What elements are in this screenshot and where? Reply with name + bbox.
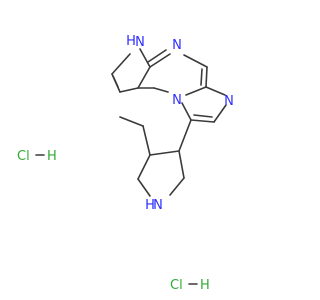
bond <box>178 119 192 152</box>
bond <box>119 116 144 127</box>
bond <box>137 154 151 180</box>
bond <box>205 66 208 88</box>
atom-labels: H N N N N N H <box>126 34 234 213</box>
pyrrole-nh-h-label: H <box>126 34 136 49</box>
bond <box>142 125 151 156</box>
hcl-2-h-label: H <box>200 278 210 293</box>
bond <box>213 104 227 123</box>
bond <box>193 114 213 118</box>
hcl-2-cl-label: Cl <box>170 278 183 293</box>
bond <box>190 119 215 123</box>
bond <box>169 177 185 196</box>
bond <box>183 54 208 68</box>
bond <box>181 102 192 121</box>
imidazole-n-label: N <box>224 94 234 109</box>
bond <box>185 86 207 96</box>
bond <box>147 49 167 63</box>
bond <box>200 68 203 86</box>
bond <box>149 150 180 156</box>
hcl-1-h-label: H <box>47 149 57 164</box>
bond-group <box>35 48 227 285</box>
bond <box>205 86 226 96</box>
bond <box>149 53 171 68</box>
pyrrolidine-n-label: N <box>153 198 163 213</box>
bridgehead-n-label: N <box>172 93 182 108</box>
structure-svg: H N N N N N H Cl H Cl H <box>17 34 234 293</box>
bond <box>119 87 139 93</box>
bond <box>139 48 151 68</box>
bond <box>137 178 151 197</box>
hcl-1-cl-label: Cl <box>17 149 30 164</box>
pyrrolidine-nh-h-label: H <box>145 198 155 213</box>
molecule-diagram: H N N N N N H Cl H Cl H <box>17 34 234 293</box>
bond <box>153 87 169 93</box>
bond <box>137 66 151 89</box>
bond <box>111 53 131 75</box>
pyrazine-n-label: N <box>172 38 182 53</box>
bond <box>178 150 185 179</box>
bond <box>112 75 119 88</box>
pyrrole-nh-n-label: N <box>135 35 145 50</box>
salt-labels: Cl H Cl H <box>17 149 210 293</box>
